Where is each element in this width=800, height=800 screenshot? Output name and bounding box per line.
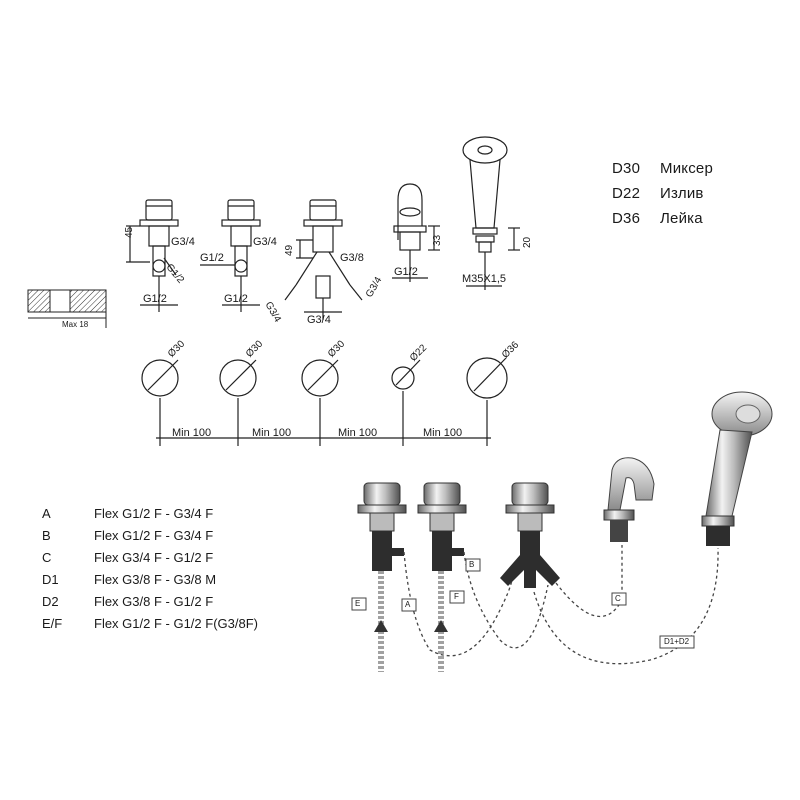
dim-g12-e: G1/2 xyxy=(394,266,418,278)
hose-tag-c: C xyxy=(615,594,621,603)
hose-tag-f: F xyxy=(454,592,459,601)
hose-tag-d12: D1+D2 xyxy=(664,637,690,646)
hose-tag-e: E xyxy=(355,599,361,608)
hose-tag-a: A xyxy=(405,600,411,609)
dim-g12-c: G1/2 xyxy=(200,252,224,264)
dim-m35: M35X1,5 xyxy=(462,273,507,285)
dim-h20: 20 xyxy=(522,236,533,248)
dim-g12-d: G1/2 xyxy=(224,293,248,305)
hose-tags xyxy=(351,558,695,649)
hose-tag-b: B xyxy=(469,560,475,569)
background-texture xyxy=(30,128,590,458)
dim-h45: 45 xyxy=(124,226,135,238)
assembly-illustration xyxy=(357,391,773,672)
dim-g34-b: G3/4 xyxy=(253,236,277,248)
dim-min100-d: Min 100 xyxy=(423,427,463,439)
connection-list: A Flex G1/2 F - G3/4 F B Flex G1/2 F - G… xyxy=(42,506,258,631)
dim-g38: G3/8 xyxy=(340,252,364,264)
handshower-drawing xyxy=(462,136,520,290)
spout-drawing xyxy=(392,183,440,282)
diverter-drawing xyxy=(284,199,363,320)
dim-max18: Max 18 xyxy=(62,320,89,329)
valve-drawing-2 xyxy=(200,199,261,312)
dim-min100-a: Min 100 xyxy=(172,427,212,439)
deck-thickness-sample xyxy=(27,289,107,328)
dim-min100-c: Min 100 xyxy=(338,427,378,439)
valve-drawing-1 xyxy=(126,199,179,312)
dim-g34-bottom: G3/4 xyxy=(307,314,331,326)
dim-h49: 49 xyxy=(284,244,295,256)
dim-g34-a: G3/4 xyxy=(171,236,195,248)
component-legend: D30 Миксер D22 Излив D36 Лейка xyxy=(612,160,713,227)
dim-min100-b: Min 100 xyxy=(252,427,292,439)
dim-g12-b: G1/2 xyxy=(143,293,167,305)
hole-pattern xyxy=(141,357,508,446)
dim-h33: 33 xyxy=(432,234,443,246)
